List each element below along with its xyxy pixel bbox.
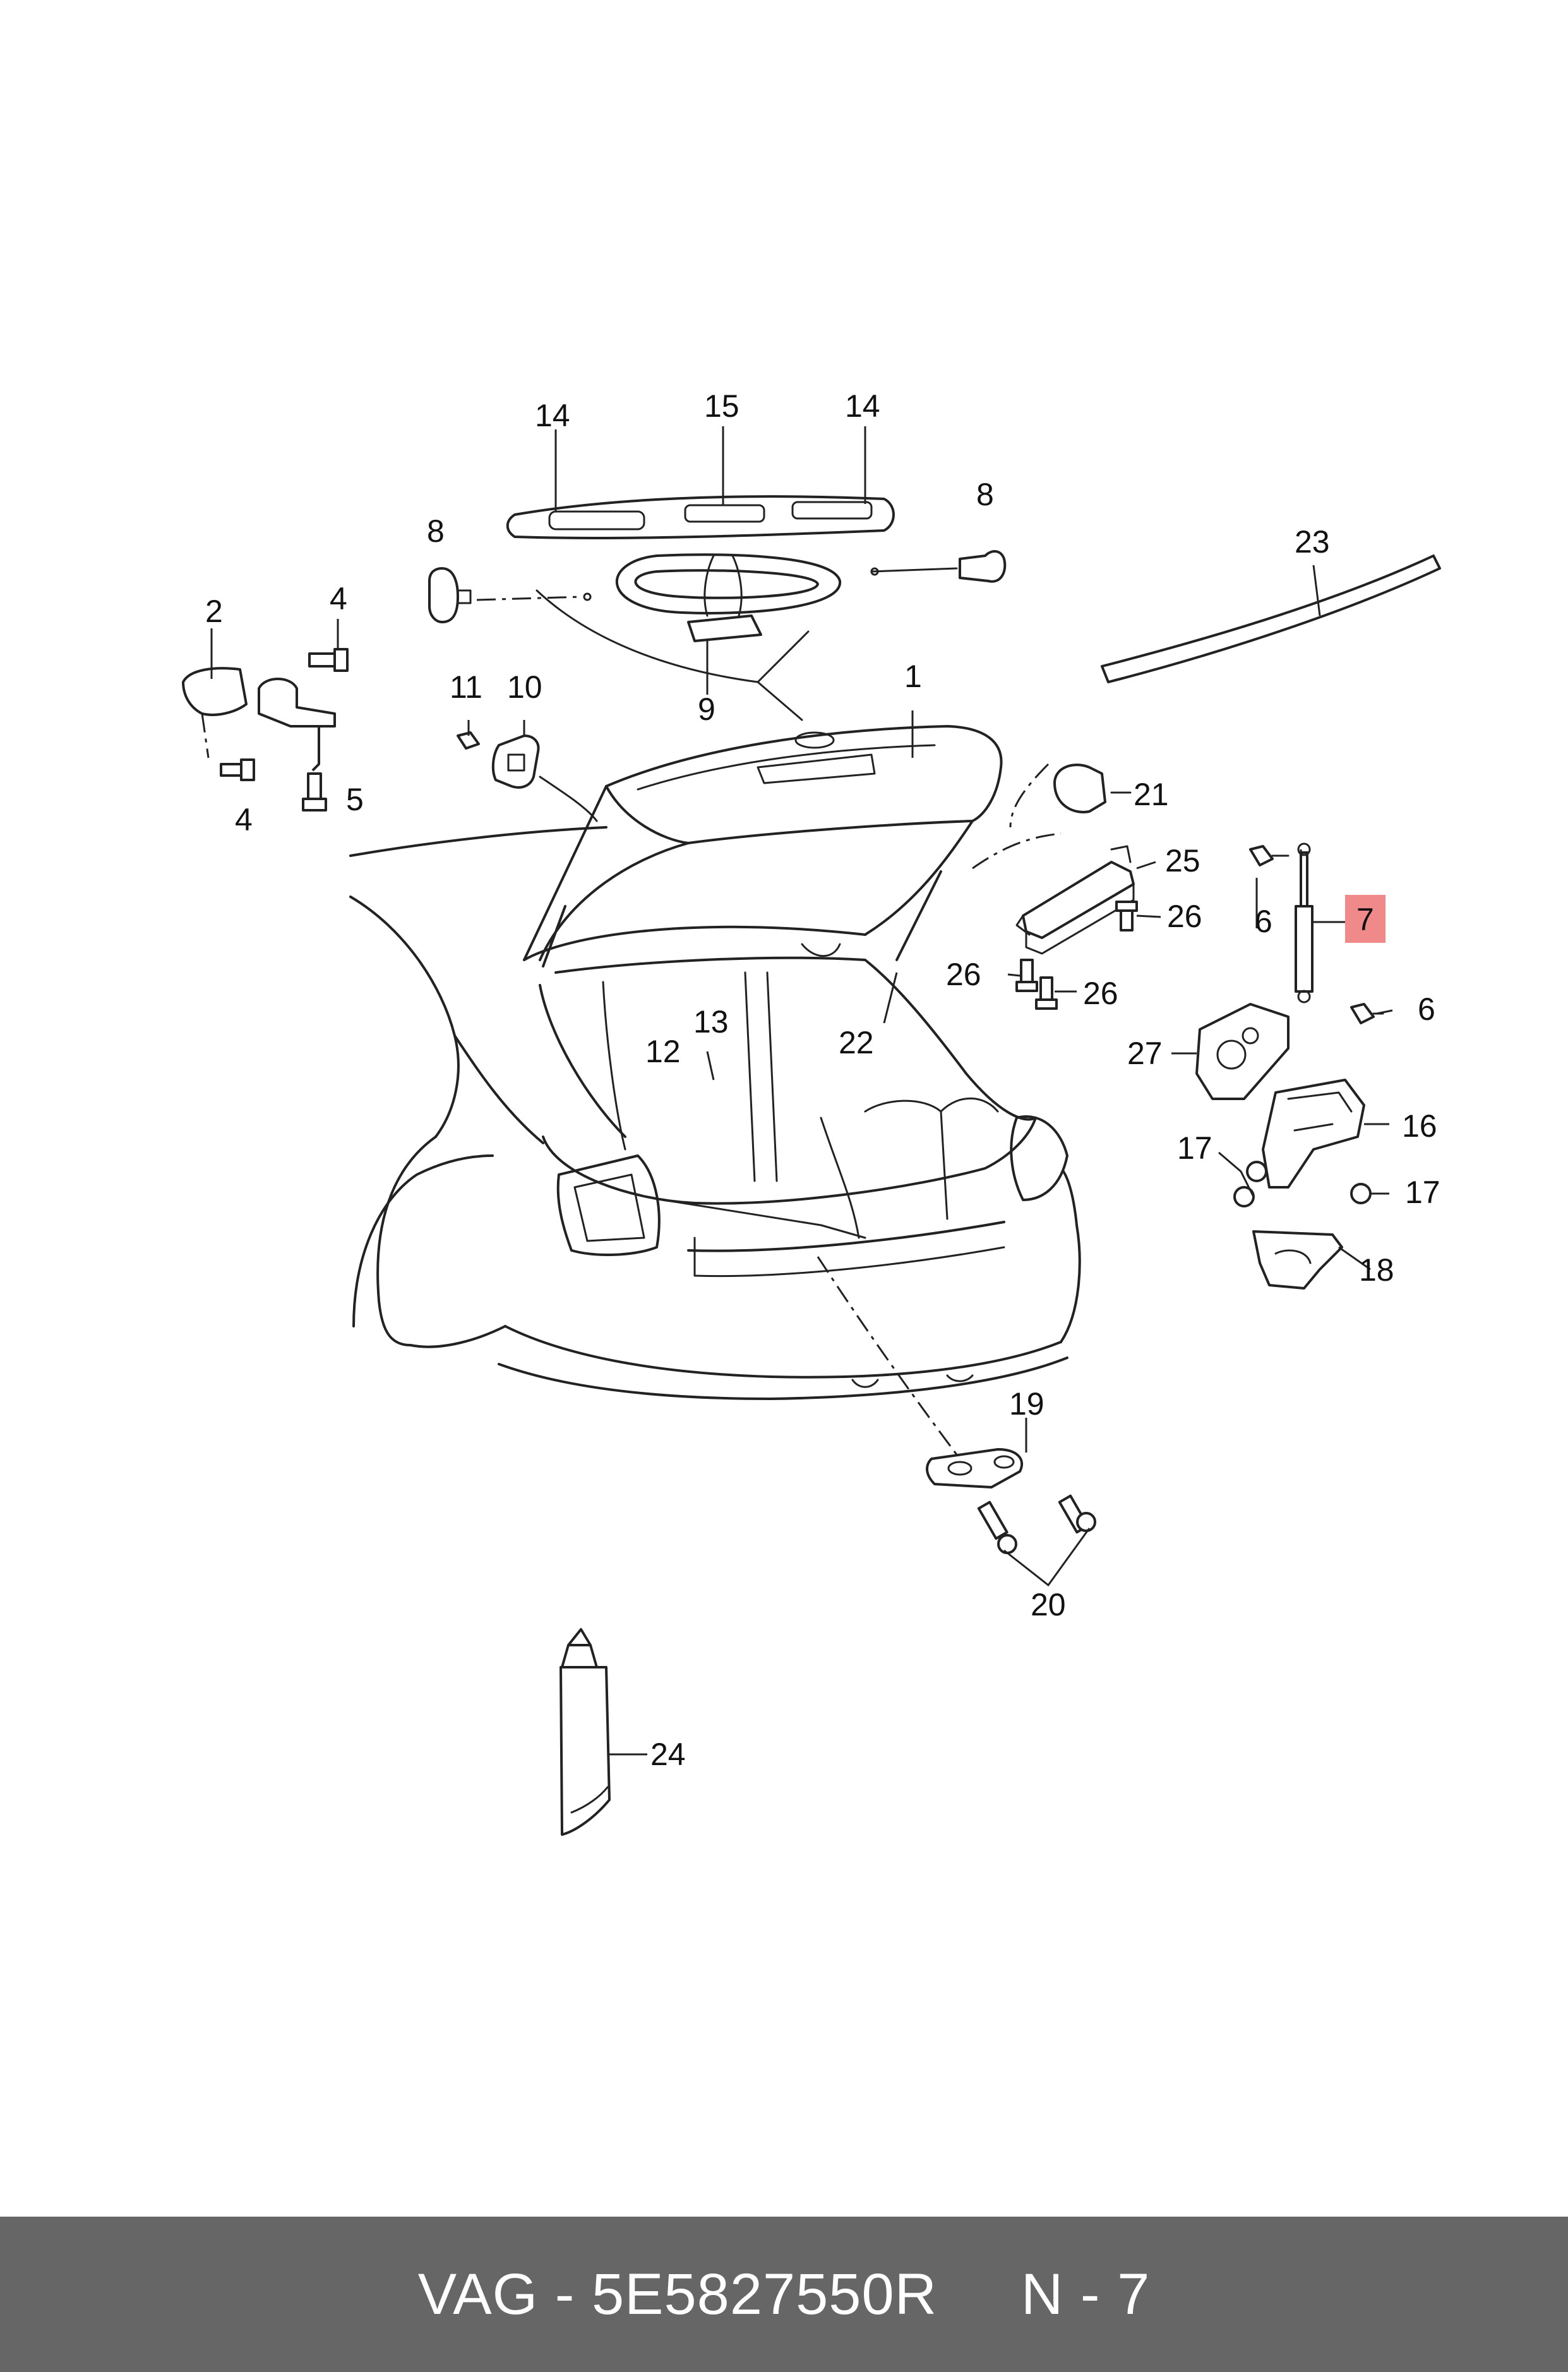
callout-15: 15	[704, 388, 739, 424]
callout-8b: 8	[976, 477, 994, 512]
bolt-20-right	[1058, 1494, 1096, 1534]
callout-26a: 26	[1167, 899, 1202, 934]
car-body-drawing	[349, 826, 1081, 1400]
callout-24: 24	[650, 1737, 686, 1772]
callout-4b: 4	[235, 802, 253, 837]
callout-11: 11	[450, 669, 482, 705]
callout-6a: 6	[1255, 904, 1272, 939]
callout-8a: 8	[427, 513, 445, 549]
callout-17a: 17	[1177, 1130, 1212, 1166]
callout-13: 13	[693, 1004, 729, 1039]
tailgate-drawing	[523, 725, 1003, 967]
bolt-26-right	[1035, 976, 1058, 1010]
callout-2: 2	[205, 594, 223, 629]
callout-6b: 6	[1418, 991, 1435, 1027]
bolt-26-left	[1015, 959, 1038, 992]
release-switch-drawing	[457, 731, 598, 822]
bolt-26-top	[1115, 901, 1138, 931]
callout-16: 16	[1402, 1108, 1437, 1144]
lock-assembly-drawing	[1195, 1003, 1372, 1290]
callout-5: 5	[346, 782, 364, 817]
highlight-box	[1345, 895, 1385, 943]
callout-25: 25	[1165, 843, 1200, 878]
hinge-drawing	[182, 648, 349, 812]
callout-7: 7	[1356, 902, 1374, 937]
bulb-drawing	[1009, 763, 1132, 828]
brake-light-cluster	[428, 426, 1007, 721]
callout-27: 27	[1127, 1036, 1163, 1071]
callout-20: 20	[1031, 1587, 1066, 1622]
callout-23: 23	[1295, 524, 1330, 560]
callout-1: 1	[904, 659, 922, 694]
callout-26c: 26	[1083, 976, 1118, 1011]
bolt-20-left	[977, 1500, 1017, 1554]
callout-4a: 4	[330, 581, 347, 616]
part-number-footer: VAG - 5E5827550R N - 7	[0, 2217, 1568, 2372]
callout-19: 19	[1009, 1386, 1044, 1422]
gas-strut-drawing	[1249, 842, 1384, 1024]
parts-diagram: 1 2 4 4 5 6 6 7 8 8 9 10 11 12 13 14 14 …	[182, 388, 1441, 1836]
callout-18: 18	[1359, 1252, 1394, 1288]
callout-22: 22	[839, 1025, 874, 1060]
trim-strip-drawing	[1101, 554, 1441, 683]
callout-10: 10	[507, 669, 542, 705]
callout-14a: 14	[535, 398, 570, 433]
callout-9: 9	[698, 692, 715, 727]
callout-21: 21	[1134, 777, 1169, 812]
callout-12: 12	[645, 1034, 681, 1069]
catch-drawing	[817, 1256, 1096, 1587]
part-number-label: VAG - 5E5827550R N - 7	[417, 2261, 1151, 2327]
control-module-drawing	[972, 832, 1138, 1010]
callout-17b: 17	[1405, 1175, 1440, 1210]
callout-labels: 1 2 4 4 5 6 6 7 8 8 9 10 11 12 13 14 14 …	[205, 388, 1440, 1772]
callout-14b: 14	[845, 388, 880, 424]
sealant-tube-drawing	[560, 1628, 611, 1836]
callout-26b: 26	[946, 957, 981, 992]
